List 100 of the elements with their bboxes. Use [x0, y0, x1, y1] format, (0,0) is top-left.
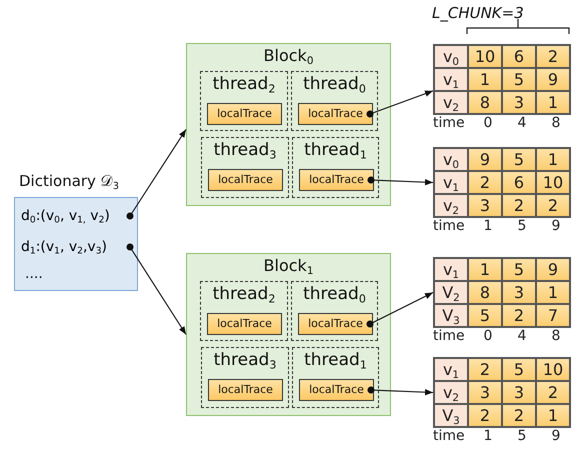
thread-label: thread$_{2}$ [212, 284, 276, 304]
thread-label: thread$_{0}$ [303, 284, 366, 304]
thread-label: thread$_{0}$ [303, 74, 366, 94]
local-trace-box: localTrace [299, 379, 374, 401]
time-value: 0 [482, 115, 494, 131]
block-label: Block$_{0}$ [264, 46, 314, 65]
table-cell: 3 [502, 381, 536, 404]
table-cell: 2 [502, 404, 536, 427]
time-value: 9 [550, 218, 562, 234]
local-trace-box: localTrace [298, 103, 373, 125]
table-cell: v$_{1}$ [434, 358, 468, 381]
table-cell: 2 [468, 358, 502, 381]
block-container [186, 253, 391, 416]
time-value: 8 [550, 115, 562, 131]
local-trace-box: localTrace [299, 169, 374, 191]
table-cell: v$_{1}$ [434, 258, 468, 281]
table-cell: 5 [502, 68, 536, 91]
table-cell: 3 [502, 281, 536, 304]
arrow [126, 129, 186, 220]
local-trace-box: localTrace [208, 379, 283, 401]
table-cell: 2 [502, 304, 536, 327]
table-cell: v$_{0}$ [434, 148, 468, 171]
table-cell: 7 [536, 304, 570, 327]
table-cell: 5 [502, 358, 536, 381]
thread-label: thread$_{3}$ [214, 140, 276, 160]
table-cell: 9 [536, 258, 570, 281]
time-value: 9 [550, 428, 562, 444]
table-cell: v$_{1}$ [434, 68, 468, 91]
block-container [186, 43, 391, 206]
table-cell: 9 [468, 148, 502, 171]
time-label: time [433, 328, 465, 344]
table-cell: 6 [502, 171, 536, 194]
time-value: 5 [516, 428, 528, 444]
trace-table [433, 257, 571, 328]
local-trace-box: localTrace [298, 313, 373, 335]
chunk-length-label: L_CHUNK=3 [432, 4, 524, 22]
table-cell: 1 [536, 91, 570, 114]
table-cell: 6 [502, 45, 536, 68]
table-cell: 5 [468, 304, 502, 327]
thread-group [200, 71, 288, 131]
trace-table [433, 44, 571, 115]
table-cell: 10 [536, 171, 570, 194]
table-cell: 2 [536, 45, 570, 68]
time-value: 4 [516, 115, 528, 131]
block-label: Block$_{1}$ [264, 256, 314, 275]
time-value: 4 [516, 328, 528, 344]
arrow [368, 176, 434, 186]
table-cell: 9 [536, 68, 570, 91]
arrow [368, 386, 434, 396]
table-cell: 2 [536, 194, 570, 217]
table-cell: 1 [468, 258, 502, 281]
thread-group [201, 347, 289, 408]
table-cell: 8 [468, 91, 502, 114]
arrow [366, 90, 434, 118]
table-cell: V$_{2}$ [434, 281, 468, 304]
local-trace-box: localTrace [208, 169, 283, 191]
table-cell: 5 [502, 148, 536, 171]
thread-group [292, 137, 379, 198]
thread-label: thread$_{1}$ [304, 140, 367, 160]
table-cell: v$_{2}$ [434, 91, 468, 114]
table-cell: 10 [468, 45, 502, 68]
thread-group [201, 137, 289, 198]
time-label: time [433, 115, 465, 131]
time-value: 0 [482, 328, 494, 344]
table-cell: 1 [536, 281, 570, 304]
trace-table [433, 147, 571, 218]
table-cell: 2 [468, 404, 502, 427]
table-cell: v$_{0}$ [434, 45, 468, 68]
thread-label: thread$_{3}$ [214, 350, 276, 370]
table-cell: 1 [536, 404, 570, 427]
time-value: 1 [482, 428, 494, 444]
thread-group [291, 71, 378, 131]
thread-label: thread$_{2}$ [212, 74, 276, 94]
thread-group [200, 281, 288, 341]
table-cell: 3 [468, 194, 502, 217]
time-label: time [433, 428, 465, 444]
table-cell: 2 [468, 171, 502, 194]
dictionary-entry: d$_{0}$:(v$_{0}$, v$_{1,}$ v$_{2}$) [21, 204, 133, 228]
table-cell: 10 [536, 358, 570, 381]
thread-group [291, 281, 378, 341]
dictionary-entry: d$_{1}$:(v$_{1}$, v$_{2}$,v$_{3}$) [21, 235, 133, 259]
ellipsis-text: .... [25, 266, 43, 282]
table-cell: 2 [536, 381, 570, 404]
table-cell: 3 [468, 381, 502, 404]
arrow [366, 292, 434, 328]
table-cell: v$_{2}$ [434, 381, 468, 404]
arrow [126, 244, 186, 335]
table-cell: 1 [468, 68, 502, 91]
thread-label: thread$_{1}$ [304, 350, 367, 370]
table-cell: V$_{3}$ [434, 404, 468, 427]
thread-group [292, 347, 379, 408]
table-cell: 5 [502, 258, 536, 281]
trace-table [433, 357, 571, 428]
local-trace-box: localTrace [207, 313, 282, 335]
local-trace-box: localTrace [207, 103, 282, 125]
time-value: 8 [550, 328, 562, 344]
time-value: 5 [516, 218, 528, 234]
table-cell: 8 [468, 281, 502, 304]
time-label: time [433, 218, 465, 234]
table-cell: V$_{3}$ [434, 304, 468, 327]
